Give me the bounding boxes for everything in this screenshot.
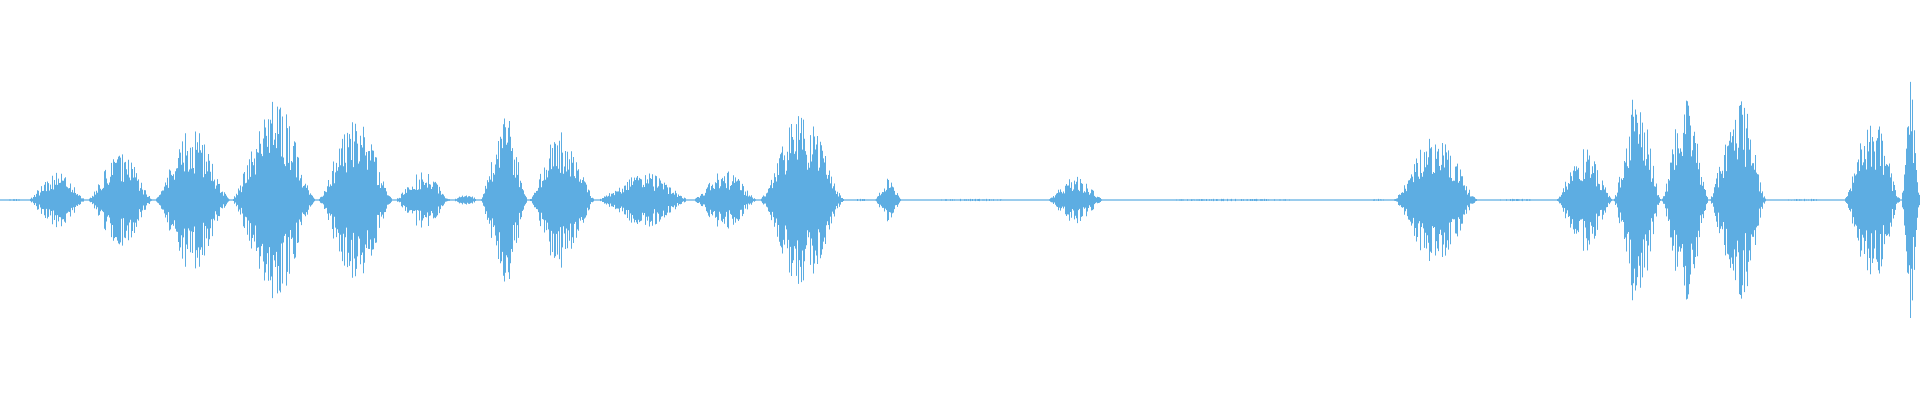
waveform-path — [0, 81, 1920, 319]
